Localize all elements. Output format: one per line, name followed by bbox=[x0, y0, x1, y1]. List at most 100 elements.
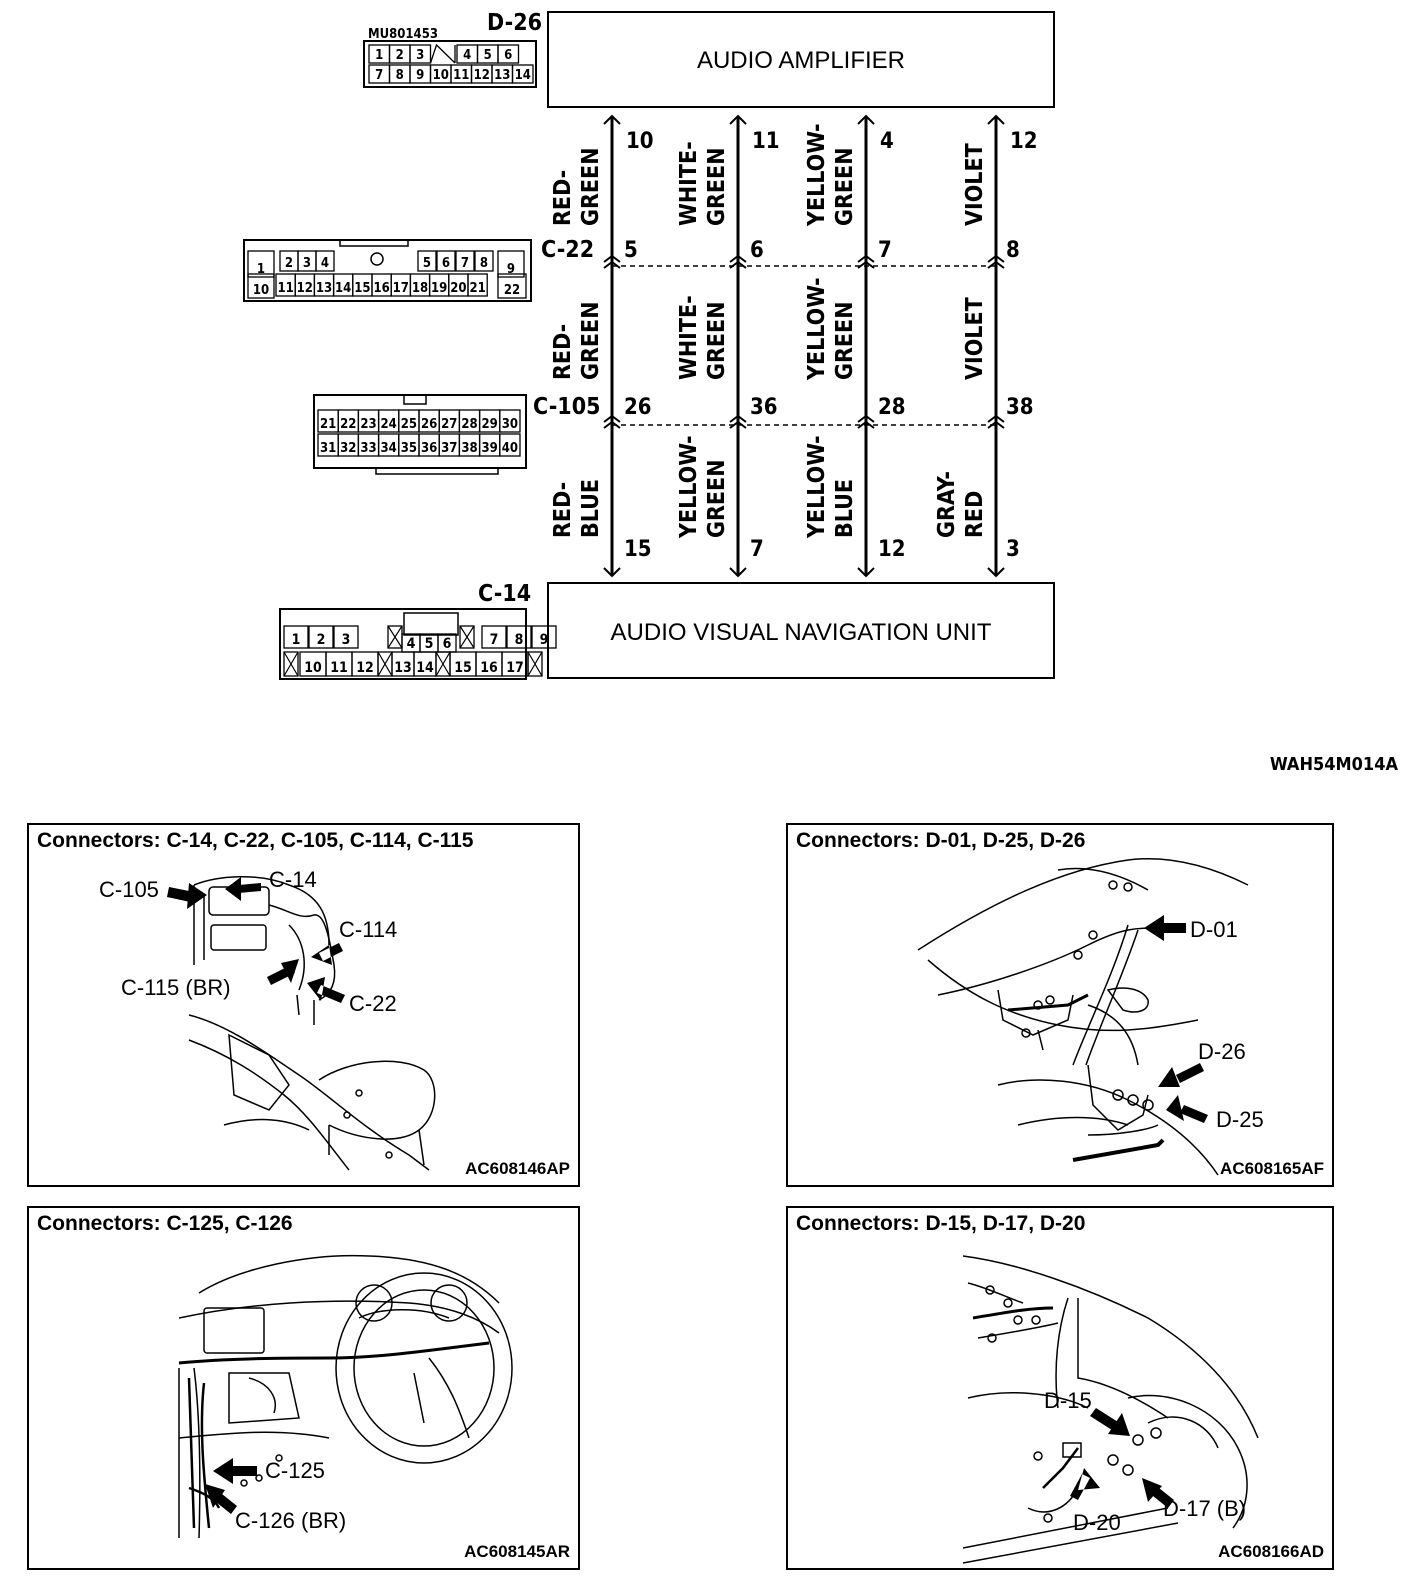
pin-number: 5 bbox=[423, 256, 431, 271]
pin-number: 10 bbox=[253, 283, 269, 298]
c14-pin-cell: 8 bbox=[506, 625, 532, 649]
c22-pin-cell: 7 bbox=[455, 250, 475, 272]
pin-number: 7 bbox=[490, 632, 499, 648]
pin-number: 39 bbox=[482, 441, 498, 456]
c105-pin-cell: 37 bbox=[438, 433, 461, 457]
wire-color-label: GREEN bbox=[832, 301, 858, 380]
pin-number: 19 bbox=[431, 281, 447, 296]
connector-location-panel-d01: Connectors: D-01, D-25, D-26 bbox=[786, 823, 1334, 1187]
pin-number: 4 bbox=[407, 636, 416, 652]
rear-side-area-illustration: D-15 D-17 (B) D-20 bbox=[962, 1255, 1259, 1564]
pin-number: 38 bbox=[461, 441, 477, 456]
pin-number: 40 bbox=[502, 441, 518, 456]
wire-color-label: RED bbox=[962, 491, 988, 538]
pin-number: 5 bbox=[484, 48, 492, 63]
c105-pin-cell: 25 bbox=[398, 409, 420, 433]
c22-pin-cell: 20 bbox=[448, 273, 469, 297]
wire-color-label: GREEN bbox=[832, 147, 858, 226]
c14-blank-cell bbox=[459, 625, 475, 649]
d26-pin-cell: 8 bbox=[388, 64, 411, 84]
d26-pin-cell: 14 bbox=[511, 64, 534, 84]
pin-number: 14 bbox=[515, 68, 531, 83]
nav-unit-label: AUDIO VISUAL NAVIGATION UNIT bbox=[611, 619, 992, 646]
pin-number: 12 bbox=[297, 281, 313, 296]
pin-number: 9 bbox=[540, 632, 549, 648]
pin-number: 13 bbox=[394, 660, 412, 676]
d26-pin-cell: 4 bbox=[456, 44, 479, 64]
c22-pin-cell: 10 bbox=[247, 273, 275, 299]
c22-pin-1: 5 bbox=[624, 238, 638, 263]
pin-number: 22 bbox=[340, 417, 356, 432]
pin-number: 12 bbox=[356, 660, 374, 676]
callout-c105: C-105 bbox=[99, 877, 159, 902]
pin-number: 33 bbox=[360, 441, 376, 456]
pin-number: 31 bbox=[320, 441, 336, 456]
pin-number: 9 bbox=[507, 262, 515, 277]
callout-c22: C-22 bbox=[349, 991, 397, 1016]
pin-number: 2 bbox=[285, 256, 293, 271]
c14-pin-cell: 7 bbox=[481, 625, 507, 649]
panel-code: AC608145AR bbox=[464, 1542, 570, 1561]
wire-color-label: RED- bbox=[550, 482, 576, 538]
nav-pin-1: 15 bbox=[624, 537, 652, 562]
c105-pin-cell: 23 bbox=[357, 409, 380, 433]
pin-number: 4 bbox=[321, 256, 329, 271]
c14-pin-cell: 14 bbox=[413, 651, 437, 677]
c105-pin-cell: 22 bbox=[337, 409, 360, 433]
nav-pin-2: 7 bbox=[750, 537, 764, 562]
c14-pin-cell: 15 bbox=[449, 651, 477, 677]
callout-d17: D-17 (B) bbox=[1163, 1496, 1246, 1521]
callout-d15: D-15 bbox=[1044, 1388, 1092, 1413]
wire-color-label: VIOLET bbox=[962, 143, 988, 226]
audio-amplifier-box: AUDIO AMPLIFIER bbox=[547, 11, 1055, 108]
d26-pin-cell: 13 bbox=[491, 64, 514, 84]
wire-color-label: YELLOW- bbox=[804, 277, 830, 381]
wire-color-label: VIOLET bbox=[962, 297, 988, 380]
pin-number: 27 bbox=[441, 417, 457, 432]
pin-number: 3 bbox=[342, 632, 351, 648]
c14-blank-cell bbox=[387, 625, 403, 649]
c22-pin-cell: 14 bbox=[332, 273, 354, 297]
pin-number: 25 bbox=[401, 417, 417, 432]
wire-color-label: BLUE bbox=[578, 479, 604, 538]
c105-pin-cell: 39 bbox=[478, 433, 501, 457]
c22-pin-cell: 19 bbox=[428, 273, 450, 297]
pin-number: 13 bbox=[316, 281, 332, 296]
wire-color-label: GREEN bbox=[704, 301, 730, 380]
pin-number: 11 bbox=[453, 68, 469, 83]
pin-number: 16 bbox=[373, 281, 389, 296]
pin-number: 9 bbox=[416, 68, 424, 83]
panel-title: Connectors: D-01, D-25, D-26 bbox=[796, 829, 1086, 852]
c105-pin-cell: 24 bbox=[377, 409, 400, 433]
pin-number: 8 bbox=[396, 68, 404, 83]
pin-number: 18 bbox=[412, 281, 428, 296]
wire-terminal-marks bbox=[603, 114, 1005, 578]
c14-blank-cell bbox=[377, 651, 393, 677]
c105-pin-cell: 28 bbox=[458, 409, 481, 433]
c105-pin-cell: 35 bbox=[398, 433, 420, 457]
pin-number: 24 bbox=[381, 417, 397, 432]
panel-title: Connectors: C-125, C-126 bbox=[37, 1212, 293, 1235]
pin-number: 12 bbox=[474, 68, 490, 83]
callout-c114: C-114 bbox=[339, 917, 397, 942]
c22-pin-cell: 4 bbox=[315, 250, 335, 272]
callout-d26: D-26 bbox=[1198, 1039, 1246, 1064]
pin-number: 6 bbox=[442, 256, 450, 271]
c105-pin-4: 38 bbox=[1006, 395, 1034, 420]
panel-code: AC608165AF bbox=[1220, 1159, 1324, 1178]
pin-number: 1 bbox=[292, 632, 301, 648]
pin-number: 28 bbox=[461, 417, 477, 432]
c105-pin-cell: 30 bbox=[499, 409, 521, 433]
wire-color-label: YELLOW- bbox=[804, 123, 830, 227]
pin-number: 10 bbox=[433, 68, 449, 83]
pin-number: 34 bbox=[381, 441, 397, 456]
rear-roof-area-illustration: D-01 D-26 D-25 bbox=[917, 857, 1264, 1176]
wire-color-label: YELLOW- bbox=[804, 435, 830, 539]
audio-amplifier-label: AUDIO AMPLIFIER bbox=[697, 47, 905, 74]
callout-c125: C-125 bbox=[265, 1458, 325, 1483]
c22-connector-label: C-22 bbox=[541, 237, 594, 263]
d26-pin-cell: 6 bbox=[497, 44, 520, 64]
pin-number: 11 bbox=[330, 660, 348, 676]
